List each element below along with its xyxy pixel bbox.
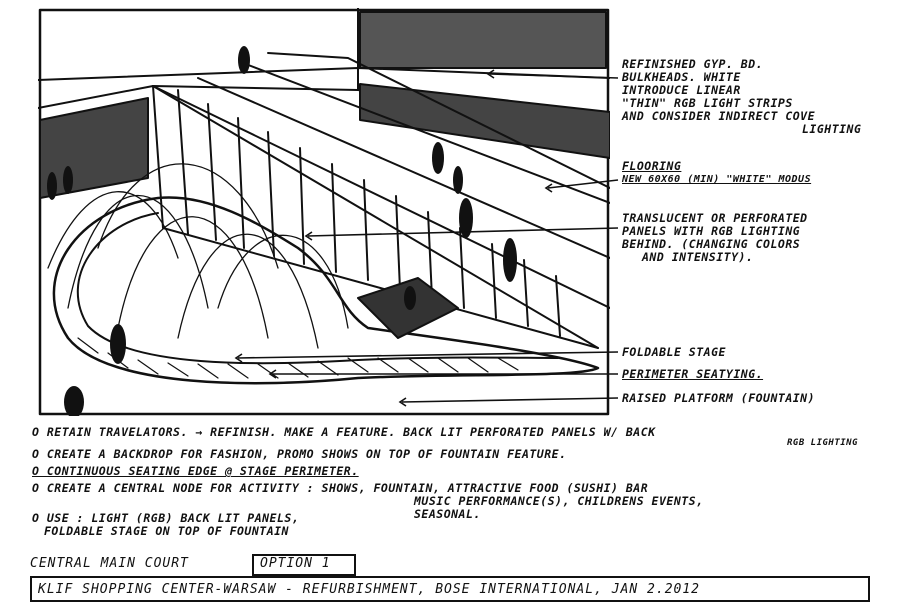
note-central-node: o Create a central node for activity : s… bbox=[32, 481, 704, 521]
callout-raised-platform: Raised platform (fountain) bbox=[622, 391, 816, 405]
callout-panels: Translucent or perforated panels with RG… bbox=[622, 211, 808, 264]
project-title-bar: KLIF Shopping Center-Warsaw - Refurbishm… bbox=[30, 576, 870, 602]
callout-foldable-stage: Foldable stage bbox=[622, 345, 726, 359]
callout-flooring: Flooring New 60x60 (min) "White" modus bbox=[622, 159, 812, 186]
callout-bulkheads: Refinished Gyp. Bd. Bulkheads. White Int… bbox=[622, 57, 862, 136]
note-use: o Use : Light (RGB) back lit panels, fol… bbox=[32, 511, 300, 538]
note-seating-edge: o Continuous seating edge @ stage perime… bbox=[32, 464, 359, 478]
drawing-heading: Central Main Court bbox=[30, 556, 189, 571]
option-box: Option 1 bbox=[252, 554, 356, 576]
project-title: KLIF Shopping Center-Warsaw - Refurbishm… bbox=[38, 582, 700, 597]
callout-perimeter-seating: Perimeter seatying. bbox=[622, 367, 764, 381]
perspective-sketch bbox=[38, 8, 610, 416]
note-travelators: o Retain travelators. → Refinish. Make a… bbox=[32, 425, 859, 448]
note-backdrop: o Create a backdrop for fashion, promo s… bbox=[32, 447, 567, 461]
option-label: Option 1 bbox=[260, 556, 331, 571]
